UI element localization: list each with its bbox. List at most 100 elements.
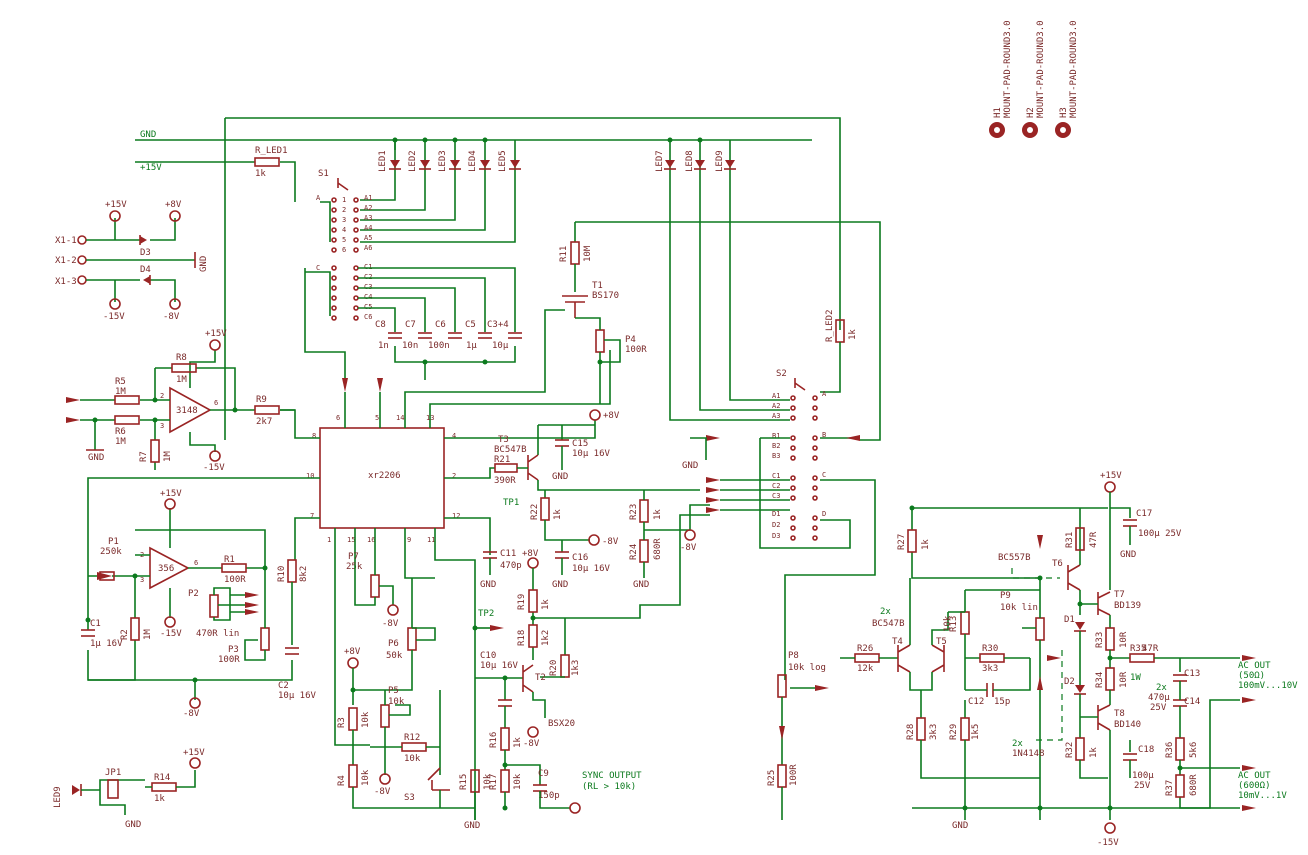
- c5-value: 1µ: [466, 341, 477, 351]
- c1314-value: 470µ: [1148, 693, 1170, 703]
- c18-value: 100µ: [1132, 771, 1154, 781]
- s3-label: S3: [404, 793, 415, 803]
- r6-resistor: [114, 415, 140, 425]
- p3-pot: [260, 627, 270, 651]
- s2-row-d: D: [822, 510, 826, 518]
- d-part: 1N4148: [1012, 749, 1045, 759]
- h3-part: MOUNT-PAD-ROUND3.0: [1069, 20, 1079, 118]
- led4-label: LED4: [468, 150, 478, 172]
- c6-label: C6: [435, 320, 446, 330]
- p4-pot: [595, 329, 605, 353]
- r5-resistor: [114, 395, 140, 405]
- t4-label: T4: [892, 637, 903, 647]
- t1-label: T1: [592, 281, 603, 291]
- gnd-rail-label: GND: [140, 130, 156, 140]
- r19-label: R19: [517, 594, 527, 610]
- led9-label: LED9: [715, 150, 725, 172]
- led7-label: LED7: [655, 150, 665, 172]
- s2-c1: C1: [772, 472, 780, 480]
- c15-label: C15: [572, 439, 588, 449]
- chip-pin13: 13: [426, 414, 434, 422]
- r7-resistor: [150, 439, 160, 463]
- r34-label: R34: [1095, 672, 1105, 688]
- r18-resistor: [528, 624, 538, 648]
- p6-value: 50k: [386, 651, 403, 661]
- c17-value: 100µ 25V: [1138, 529, 1182, 539]
- t5-label: T5: [936, 637, 947, 647]
- s2-gnd: GND: [682, 461, 698, 471]
- s1-pin-2: 2: [342, 206, 346, 214]
- chip-name: xr2206: [368, 471, 401, 481]
- opamp1-part: 3148: [176, 406, 198, 416]
- opamp2-n15: -15V: [160, 629, 182, 639]
- mid-gnd-bottom: GND: [464, 821, 480, 831]
- mid-p8-c: +8V: [522, 549, 539, 559]
- s2-d2: D2: [772, 521, 780, 529]
- c2-value: 10µ 16V: [278, 691, 317, 701]
- h1-name: H1: [993, 107, 1003, 118]
- r10-value: 8k2: [299, 566, 309, 582]
- t45-part: BC547B: [872, 619, 905, 629]
- r3-label: R3: [337, 717, 347, 728]
- r34-watt: 1W: [1130, 673, 1141, 683]
- s2-row-c: C: [822, 471, 826, 479]
- x1-gnd-label: GND: [199, 256, 209, 272]
- c6-value: 100n: [428, 341, 450, 351]
- p1-value: 250k: [100, 547, 122, 557]
- jp1-jumper: [107, 779, 119, 799]
- s1-c6: C6: [364, 313, 372, 321]
- s2-a1: A1: [772, 392, 780, 400]
- r1-resistor: [221, 563, 247, 573]
- led1-label: LED1: [378, 150, 388, 172]
- led2-label: LED2: [408, 150, 418, 172]
- c5-label: C5: [465, 320, 476, 330]
- r33-resistor: [1105, 627, 1115, 651]
- chip-pin9: 9: [407, 536, 411, 544]
- opamp2-body: [149, 546, 190, 590]
- r18-value: 1k2: [541, 630, 551, 646]
- capacitor-bank: C8 1n C7 10n C6 100n C5 1µ C3+4 10µ: [375, 320, 522, 380]
- s2-a2: A2: [772, 402, 780, 410]
- s2-d1: D1: [772, 510, 780, 518]
- s1-pin-3: 3: [342, 216, 346, 224]
- chip-pin6: 6: [336, 414, 340, 422]
- p4-value: 100R: [625, 345, 647, 355]
- r16-resistor: [500, 727, 510, 751]
- r6-value: 1M: [115, 437, 126, 447]
- r30-resistor: [979, 653, 1005, 663]
- r7-value: 1M: [163, 451, 173, 462]
- r27-value: 1k: [921, 539, 931, 550]
- out-n15: -15V: [1097, 838, 1119, 848]
- r11-value: 10M: [583, 245, 593, 262]
- opamp1-pin6: 6: [214, 399, 218, 407]
- s1-pin-4: 4: [342, 226, 346, 234]
- r37-label: R37: [1165, 780, 1175, 796]
- s1-label: S1: [318, 169, 329, 179]
- s1-a5: A5: [364, 234, 372, 242]
- r32-value: 1k: [1089, 747, 1099, 758]
- s1-c5: C5: [364, 303, 372, 311]
- r25-resistor: [777, 764, 787, 788]
- r17-value: 10k: [513, 773, 523, 790]
- r9-resistor: [254, 405, 280, 415]
- s1-c2: C2: [364, 273, 372, 281]
- r7-label: R7: [139, 451, 149, 462]
- led5-label: LED5: [498, 150, 508, 172]
- p1-label: P1: [108, 537, 119, 547]
- led9-p15: +15V: [183, 748, 205, 758]
- c14-label: C14: [1184, 697, 1200, 707]
- r15-label: R15: [459, 774, 469, 790]
- r26-label: R26: [857, 644, 873, 654]
- t3-part: BC547B: [494, 445, 527, 455]
- s2-row-a: A: [822, 390, 827, 398]
- r4-value: 10k: [361, 769, 371, 786]
- s1-a2: A2: [364, 204, 372, 212]
- r29-resistor: [960, 717, 970, 741]
- led3-label: LED3: [438, 150, 448, 172]
- mid-p8-left: +8V: [344, 647, 361, 657]
- c9-value: 150p: [538, 791, 560, 801]
- p8-label: P8: [788, 651, 799, 661]
- t3-label: T3: [498, 435, 509, 445]
- top-rails: GND +15V R_LED1 1k: [135, 117, 841, 440]
